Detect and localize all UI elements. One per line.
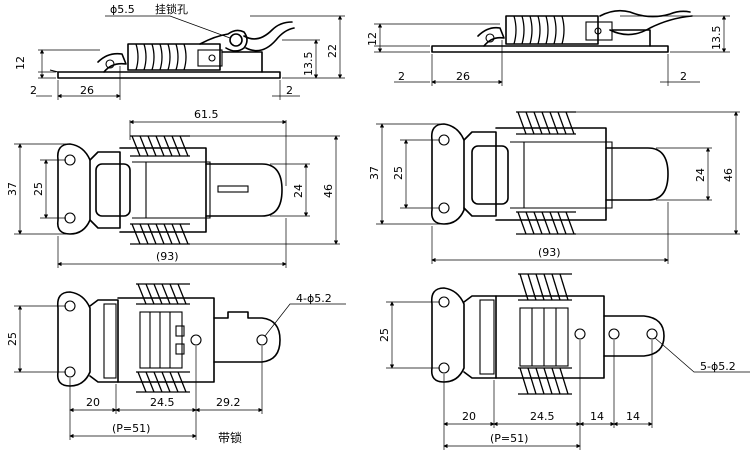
hole-r2 (438, 362, 450, 374)
bottom-left-d29_2: 29.2 (216, 396, 241, 409)
bottom-right-d24_5: 24.5 (530, 410, 555, 423)
side-view-left: ϕ5.5 挂锁孔 12 2 26 2 13.5 22 (14, 2, 345, 100)
top-right-h37: 37 (368, 166, 381, 180)
top-right-h25: 25 (392, 166, 405, 180)
bottom-right-d20: 20 (462, 410, 476, 423)
top-view-left: 61.5 37 25 24 46 (93) (6, 108, 340, 268)
lock-version-label: 带锁 (218, 430, 242, 445)
top-left-h46: 46 (322, 184, 335, 198)
hole-2 (64, 366, 76, 378)
side-right-d26: 26 (456, 70, 470, 83)
hole-r3 (574, 328, 586, 340)
bottom-left-h25: 25 (6, 332, 19, 346)
top-right-w93: (93) (538, 246, 561, 259)
side-view-right: 12 2 26 2 13.5 (366, 9, 730, 86)
hole-r4 (608, 328, 620, 340)
top-left-w93: (93) (156, 250, 179, 263)
top-view-right: 37 25 24 46 (93) (368, 111, 740, 264)
top-right-h46: 46 (722, 168, 735, 182)
side-left-h22: 22 (326, 44, 339, 58)
bottom-right-holes: 5-ϕ5.2 (700, 360, 736, 373)
side-right-d2a: 2 (398, 70, 405, 83)
bottom-left-holes: 4-ϕ5.2 (296, 292, 332, 305)
hole-dia-label: ϕ5.5 (110, 3, 135, 16)
top-left-h25: 25 (32, 182, 45, 196)
top-left-h37: 37 (6, 182, 19, 196)
hole-4 (256, 334, 268, 346)
side-left-h12: 12 (14, 56, 27, 70)
bottom-right-h25: 25 (378, 328, 391, 342)
top-right-h24: 24 (694, 168, 707, 182)
bottom-left-d24_5: 24.5 (150, 396, 175, 409)
bottom-left-d20: 20 (86, 396, 100, 409)
lock-hole-label: 挂锁孔 (155, 2, 188, 16)
bottom-right-d14b: 14 (626, 410, 640, 423)
side-right-h12: 12 (366, 32, 379, 46)
top-left-w61_5: 61.5 (194, 108, 219, 121)
hole-3 (190, 334, 202, 346)
side-left-h13_5: 13.5 (302, 52, 315, 77)
bottom-left-pitch: (P=51) (112, 422, 150, 435)
bottom-view-left: 4-ϕ5.2 25 20 24.5 29.2 (P=51) 带锁 (6, 283, 346, 445)
hole-1 (64, 300, 76, 312)
top-left-h24: 24 (292, 184, 305, 198)
hole-r5 (646, 328, 658, 340)
side-left-d2b: 2 (286, 84, 293, 97)
side-left-d2a: 2 (30, 84, 37, 97)
bottom-right-d14a: 14 (590, 410, 604, 423)
bottom-right-pitch: (P=51) (490, 432, 528, 445)
side-left-d26: 26 (80, 84, 94, 97)
bottom-view-right: 5-ϕ5.2 25 20 24.5 14 14 (P=51) (378, 273, 750, 450)
side-right-d2b: 2 (680, 70, 687, 83)
hole-r1 (438, 296, 450, 308)
side-right-h13_5: 13.5 (710, 26, 723, 51)
